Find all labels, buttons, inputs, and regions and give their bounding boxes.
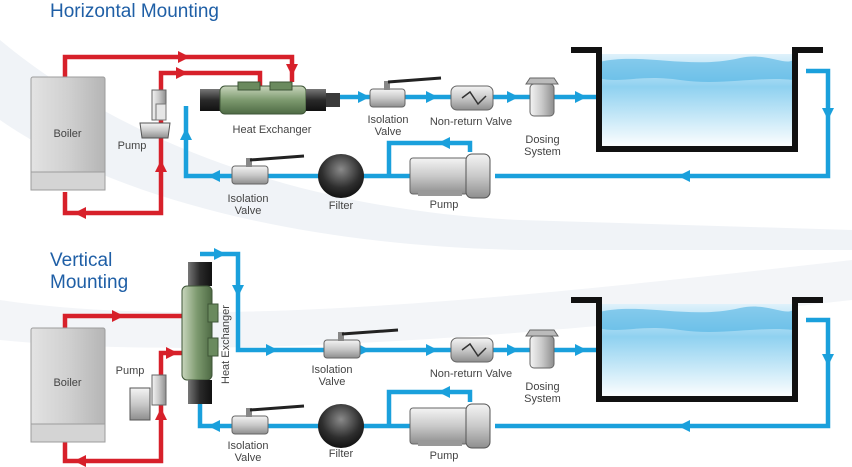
pump-label: Pump — [117, 140, 147, 152]
isolation-valve-icon — [231, 154, 305, 185]
pool-icon — [571, 47, 823, 152]
cold-flow-arrows — [180, 91, 834, 182]
isolation-valve-label: Isolation Valve — [367, 114, 409, 138]
horizontal-mounting-diagram — [30, 47, 834, 219]
filter-icon — [318, 404, 364, 448]
isolation-valve-icon — [231, 404, 305, 435]
pump-icon — [129, 374, 167, 421]
pump-label: Pump — [429, 199, 459, 211]
vertical-mounting-diagram — [30, 248, 834, 467]
non-return-valve-icon — [450, 337, 494, 363]
heat-exchanger-label: Heat Exchanger — [220, 305, 232, 384]
pool-icon — [571, 297, 823, 402]
background-swoosh — [0, 40, 852, 250]
heat-exchanger-icon — [181, 262, 219, 404]
vertical-title: Vertical Mounting — [50, 250, 129, 293]
boiler-icon — [30, 76, 106, 191]
boiler-label: Boiler — [53, 377, 82, 389]
pump-icon — [139, 89, 171, 139]
dosing-system-label: Dosing System — [524, 381, 561, 405]
boiler-label: Boiler — [53, 128, 82, 140]
isolation-valve-icon — [323, 328, 399, 359]
isolation-valve-label: Isolation Valve — [227, 193, 269, 217]
filter-icon — [318, 154, 364, 198]
horizontal-title: Horizontal Mounting — [50, 1, 219, 22]
pump-icon — [409, 403, 491, 449]
non-return-valve-label: Non-return Valve — [429, 368, 513, 380]
dosing-system-icon — [525, 77, 559, 117]
filter-label: Filter — [328, 448, 354, 460]
isolation-valve-icon — [369, 76, 442, 108]
heat-exchanger-icon — [200, 81, 340, 115]
cold-flow-arrows — [208, 248, 834, 432]
heat-exchanger-label: Heat Exchanger — [232, 124, 312, 136]
isolation-valve-label: Isolation Valve — [227, 440, 269, 464]
filter-label: Filter — [328, 200, 354, 212]
pump-label: Pump — [115, 365, 145, 377]
dosing-system-icon — [525, 329, 559, 369]
non-return-valve-icon — [450, 85, 494, 111]
pump-label: Pump — [429, 450, 459, 462]
non-return-valve-label: Non-return Valve — [429, 116, 513, 128]
isolation-valve-label: Isolation Valve — [311, 364, 353, 388]
boiler-icon — [30, 327, 106, 443]
hot-flow-arrows — [74, 310, 178, 467]
hot-flow-arrows — [74, 51, 298, 219]
background-swoosh — [0, 260, 852, 348]
dosing-system-label: Dosing System — [524, 134, 561, 158]
pump-icon — [409, 153, 491, 199]
